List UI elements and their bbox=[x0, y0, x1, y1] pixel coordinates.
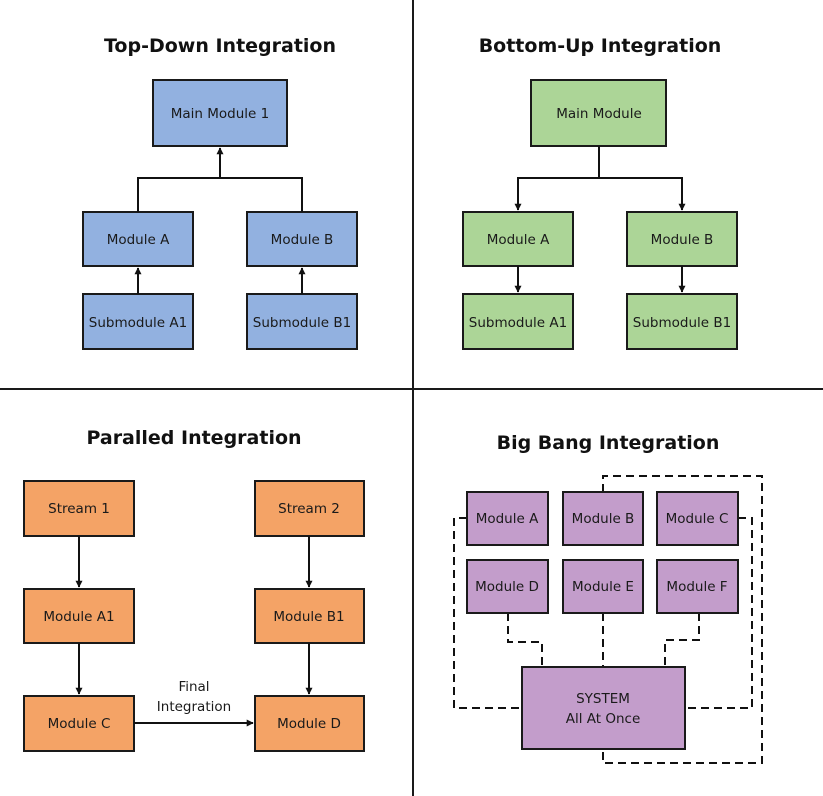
submodule-a1-label: Submodule A1 bbox=[89, 315, 187, 331]
dashed-link-f-system bbox=[664, 613, 700, 667]
stream-2-label: Stream 2 bbox=[278, 501, 340, 517]
submodule-a1-label: Submodule A1 bbox=[469, 315, 567, 331]
module-d-box bbox=[466, 559, 549, 614]
module-c-box bbox=[656, 491, 739, 546]
module-b1-label: Module B1 bbox=[273, 609, 344, 625]
submodule-a1-box bbox=[82, 293, 194, 350]
bottom-up-quadrant: Bottom-Up Integration Main Module Module… bbox=[462, 35, 738, 350]
system-box bbox=[521, 666, 686, 750]
submodule-a1-box bbox=[462, 293, 574, 350]
module-a-box bbox=[466, 491, 549, 546]
system-label-line1: SYSTEM bbox=[576, 691, 630, 707]
final-integration-label-line2: Integration bbox=[157, 699, 231, 715]
module-a1-label: Module A1 bbox=[43, 609, 114, 625]
module-d-box bbox=[254, 695, 365, 752]
module-b1-box bbox=[254, 588, 365, 644]
module-b-label: Module B bbox=[572, 511, 635, 527]
module-e-label: Module E bbox=[572, 579, 634, 595]
connector-bracket bbox=[137, 177, 303, 212]
stream-1-label: Stream 1 bbox=[48, 501, 110, 517]
stream-1-box bbox=[23, 480, 135, 537]
final-integration-label-line1: Final bbox=[178, 679, 209, 695]
dashed-link-b-system bbox=[602, 475, 763, 764]
module-c-label: Module C bbox=[48, 716, 111, 732]
module-d-label: Module D bbox=[475, 579, 539, 595]
submodule-b1-box bbox=[626, 293, 738, 350]
module-d-label: Module D bbox=[277, 716, 341, 732]
big-bang-title: Big Bang Integration bbox=[497, 432, 720, 454]
module-c-label: Module C bbox=[666, 511, 729, 527]
module-e-box bbox=[562, 559, 644, 614]
dashed-link-d-system bbox=[507, 613, 543, 667]
module-a-label: Module A bbox=[107, 232, 170, 248]
main-module-label: Main Module bbox=[556, 106, 642, 122]
submodule-b1-label: Submodule B1 bbox=[633, 315, 731, 331]
dashed-link-c-system bbox=[685, 517, 753, 709]
module-a-label: Module A bbox=[476, 511, 539, 527]
parallel-title: Paralled Integration bbox=[86, 427, 301, 449]
big-bang-quadrant: Big Bang Integration Module A Module B M… bbox=[453, 432, 763, 764]
module-b-box bbox=[626, 211, 738, 267]
module-b-label: Module B bbox=[271, 232, 334, 248]
module-b-box bbox=[562, 491, 644, 546]
top-down-quadrant: Top-Down Integration Main Module 1 Modul… bbox=[82, 35, 358, 350]
top-down-title: Top-Down Integration bbox=[104, 35, 336, 57]
main-module-label: Main Module 1 bbox=[171, 106, 270, 122]
module-f-label: Module F bbox=[666, 579, 727, 595]
module-c-box bbox=[23, 695, 135, 752]
main-module-box bbox=[152, 79, 288, 147]
main-module-box bbox=[530, 79, 667, 147]
module-b-label: Module B bbox=[651, 232, 714, 248]
dashed-link-a-system bbox=[453, 517, 522, 709]
module-b-box bbox=[246, 211, 358, 267]
arrow-down-to-modules bbox=[514, 177, 686, 211]
submodule-b1-label: Submodule B1 bbox=[253, 315, 351, 331]
parallel-quadrant: Paralled Integration Stream 1 Stream 2 M… bbox=[23, 427, 365, 752]
module-a-box bbox=[462, 211, 574, 267]
module-a-label: Module A bbox=[487, 232, 550, 248]
module-f-box bbox=[656, 559, 739, 614]
system-label-line2: All At Once bbox=[566, 711, 641, 727]
bottom-up-title: Bottom-Up Integration bbox=[479, 35, 722, 57]
